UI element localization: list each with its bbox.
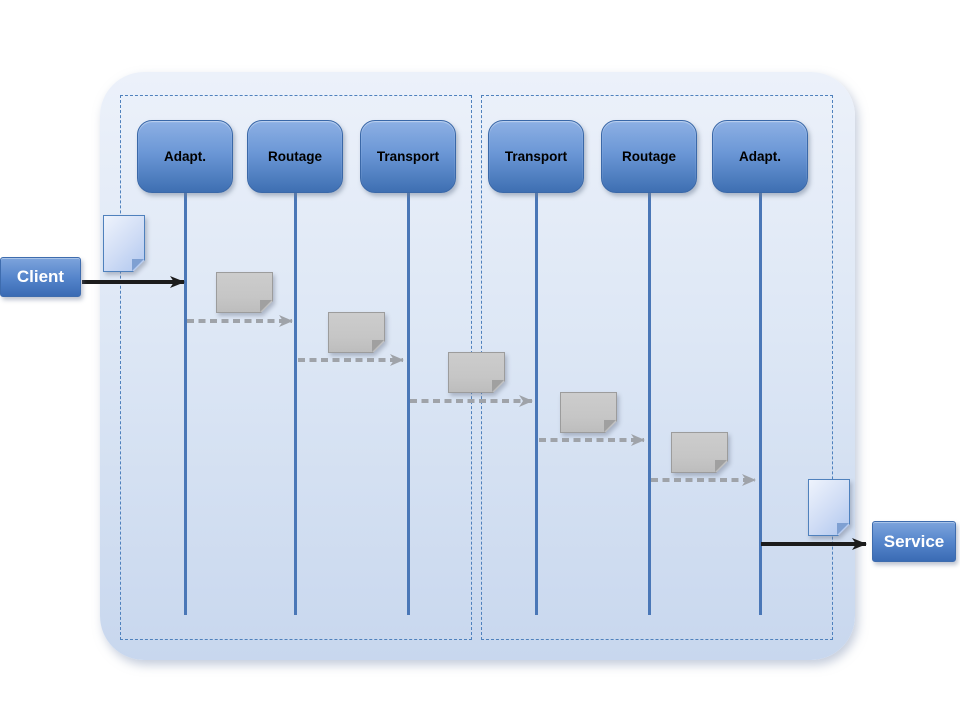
inbound-document-icon xyxy=(103,215,145,272)
hop-document-icon xyxy=(216,272,273,313)
lifeline-adapt-response xyxy=(758,193,762,615)
lifeline-transport-request xyxy=(406,193,410,615)
outbound-document-icon xyxy=(808,479,850,536)
client-label: Client xyxy=(16,267,65,286)
client-actor-box: Client xyxy=(0,257,81,297)
lane-header-routage-response: Routage xyxy=(601,120,697,193)
lifeline-routage-response xyxy=(647,193,651,615)
lane-header-transport-response: Transport xyxy=(488,120,584,193)
hop-document-icon xyxy=(328,312,385,353)
lifeline-adapt-request xyxy=(183,193,187,615)
lane-label: Adapt. xyxy=(164,149,206,164)
hop-document-icon xyxy=(671,432,728,473)
lane-header-adapt-request: Adapt. xyxy=(137,120,233,193)
lane-label: Routage xyxy=(268,149,322,164)
service-actor-box: Service xyxy=(872,521,956,562)
lifeline-routage-request xyxy=(293,193,297,615)
lane-label: Adapt. xyxy=(739,149,781,164)
lifeline-transport-response xyxy=(534,193,538,615)
lane-label: Transport xyxy=(504,149,568,164)
lane-label: Routage xyxy=(622,149,676,164)
service-label: Service xyxy=(883,531,945,551)
lane-header-routage-request: Routage xyxy=(247,120,343,193)
hop-document-icon xyxy=(448,352,505,393)
lane-header-transport-request: Transport xyxy=(360,120,456,193)
lane-header-adapt-response: Adapt. xyxy=(712,120,808,193)
lane-label: Transport xyxy=(376,149,440,164)
hop-document-icon xyxy=(560,392,617,433)
